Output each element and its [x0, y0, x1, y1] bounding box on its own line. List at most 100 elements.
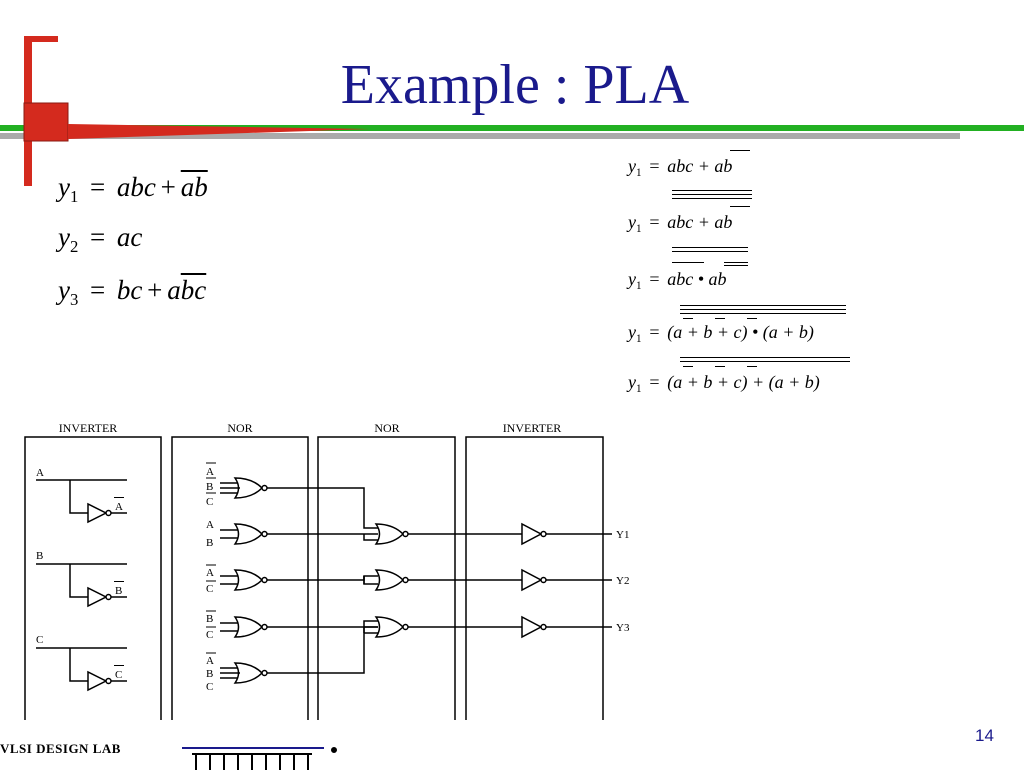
eq-equals: =: [649, 212, 660, 232]
output-inverter-y1: Y1: [408, 522, 629, 546]
nor1-gate-1: A B C: [206, 462, 268, 508]
eq-subscript: 1: [636, 382, 642, 395]
eq-equals: =: [649, 372, 660, 392]
input-inverter-b: B B: [36, 550, 127, 608]
complement-bar: [680, 361, 850, 362]
column-header: NOR: [227, 421, 252, 435]
inverter-gate: [87, 502, 108, 524]
nor1-gate-2: A B: [206, 519, 268, 549]
nor1-gate-5: A B C: [206, 652, 268, 693]
eq-subscript: 1: [69, 186, 79, 206]
inverter-gate: [521, 615, 543, 639]
eq-subscript: 2: [69, 236, 79, 256]
inverter-bubble: [105, 593, 112, 601]
eq-rhs: abc • ab: [667, 269, 727, 289]
eq-lhs: y: [628, 372, 636, 392]
equation-y2: y2 = ac: [58, 222, 142, 257]
nor-gate: [233, 569, 264, 591]
nor-gate: [233, 523, 264, 545]
eq-term-complement: bc: [180, 275, 207, 305]
complement-bar: [672, 247, 748, 248]
eq-lhs: y: [628, 322, 636, 342]
slide-title: Example : PLA: [340, 54, 690, 116]
column-header: NOR: [374, 421, 399, 435]
nor1-gate-4: B C: [206, 610, 268, 641]
input-wire: [36, 563, 127, 598]
eq-lhs: y: [628, 156, 636, 176]
wire-p5: [267, 620, 378, 674]
inverted-label: B: [115, 585, 122, 597]
derivation-step-5: y1 = (a + b + c) + (a + b): [628, 372, 820, 395]
complement-bar: [715, 318, 725, 319]
wire-p2-branch: [363, 534, 378, 541]
gate-input-label: A: [206, 567, 214, 579]
footer-logo: [182, 747, 337, 770]
gate-input-lines: [220, 667, 240, 679]
complement-bar: [672, 262, 704, 263]
inverter-gate: [521, 522, 543, 546]
complement-bar: [672, 198, 752, 199]
nor-bubble: [261, 669, 268, 677]
nor-gate: [374, 616, 405, 638]
output-inverter-y2: Y2: [408, 568, 629, 592]
inverter-bubble: [105, 677, 112, 685]
eq-subscript: 1: [636, 166, 642, 179]
eq-lhs: y: [58, 222, 70, 252]
wire-p3-branch: [363, 576, 378, 585]
gray-rule: [0, 133, 960, 139]
column-box-inverter-in: [24, 436, 162, 720]
eq-subscript: 1: [636, 222, 642, 235]
eq-term: abc: [116, 172, 156, 202]
gate-input-lines: [220, 529, 238, 539]
complement-bar: [715, 366, 725, 367]
eq-lhs: y: [628, 212, 636, 232]
eq-lhs: y: [58, 172, 70, 202]
eq-op: +: [160, 172, 176, 202]
green-rule: [0, 125, 1024, 131]
gate-input-label: B: [206, 668, 213, 680]
wire-p1: [267, 487, 378, 529]
column-header: INVERTER: [59, 421, 118, 435]
complement-bar: [747, 366, 757, 367]
eq-equals: =: [649, 269, 660, 289]
red-top-tick: [24, 36, 58, 42]
complement-bar: [206, 610, 216, 628]
column-box-nor-or: [317, 436, 456, 720]
gate-input-label: C: [206, 496, 213, 508]
gate-input-label: A: [206, 519, 214, 531]
nor-bubble: [261, 576, 268, 584]
eq-equals: =: [89, 172, 106, 202]
nor-bubble: [261, 623, 268, 631]
complement-bar: [730, 150, 750, 151]
red-wedge: [68, 124, 370, 139]
inverted-label: A: [115, 501, 123, 513]
complement-bar: [672, 190, 752, 191]
eq-rhs: (a + b + c) + (a + b): [667, 372, 820, 392]
derivation-step-2: y1 = abc + ab: [628, 212, 732, 235]
wire-p3: [267, 575, 378, 581]
red-block: [23, 102, 69, 142]
complement-bar: [683, 318, 693, 319]
eq-equals: =: [89, 222, 106, 252]
gate-input-label: C: [206, 681, 213, 693]
eq-rhs: abc + ab: [667, 212, 733, 232]
eq-op: +: [147, 275, 163, 305]
complement-bar: [747, 318, 757, 319]
input-inverter-c: C C: [36, 634, 127, 692]
gate-input-label: B: [206, 537, 213, 549]
nor-bubble: [402, 530, 409, 538]
derivation-step-4: y1 = (a + b + c) • (a + b): [628, 322, 814, 345]
input-inverter-a: A A: [36, 467, 127, 524]
inverted-label: C: [115, 669, 122, 681]
inverter-gate: [87, 670, 108, 692]
eq-term-complement: ab: [180, 172, 208, 202]
gate-input-lines: [220, 622, 238, 632]
complement-bar: [672, 251, 748, 252]
eq-subscript: 1: [636, 279, 642, 292]
nor-bubble: [261, 530, 268, 538]
nor-gate: [374, 523, 405, 545]
output-label: Y1: [616, 529, 629, 541]
complement-bar: [206, 564, 216, 582]
eq-equals: =: [89, 275, 106, 305]
